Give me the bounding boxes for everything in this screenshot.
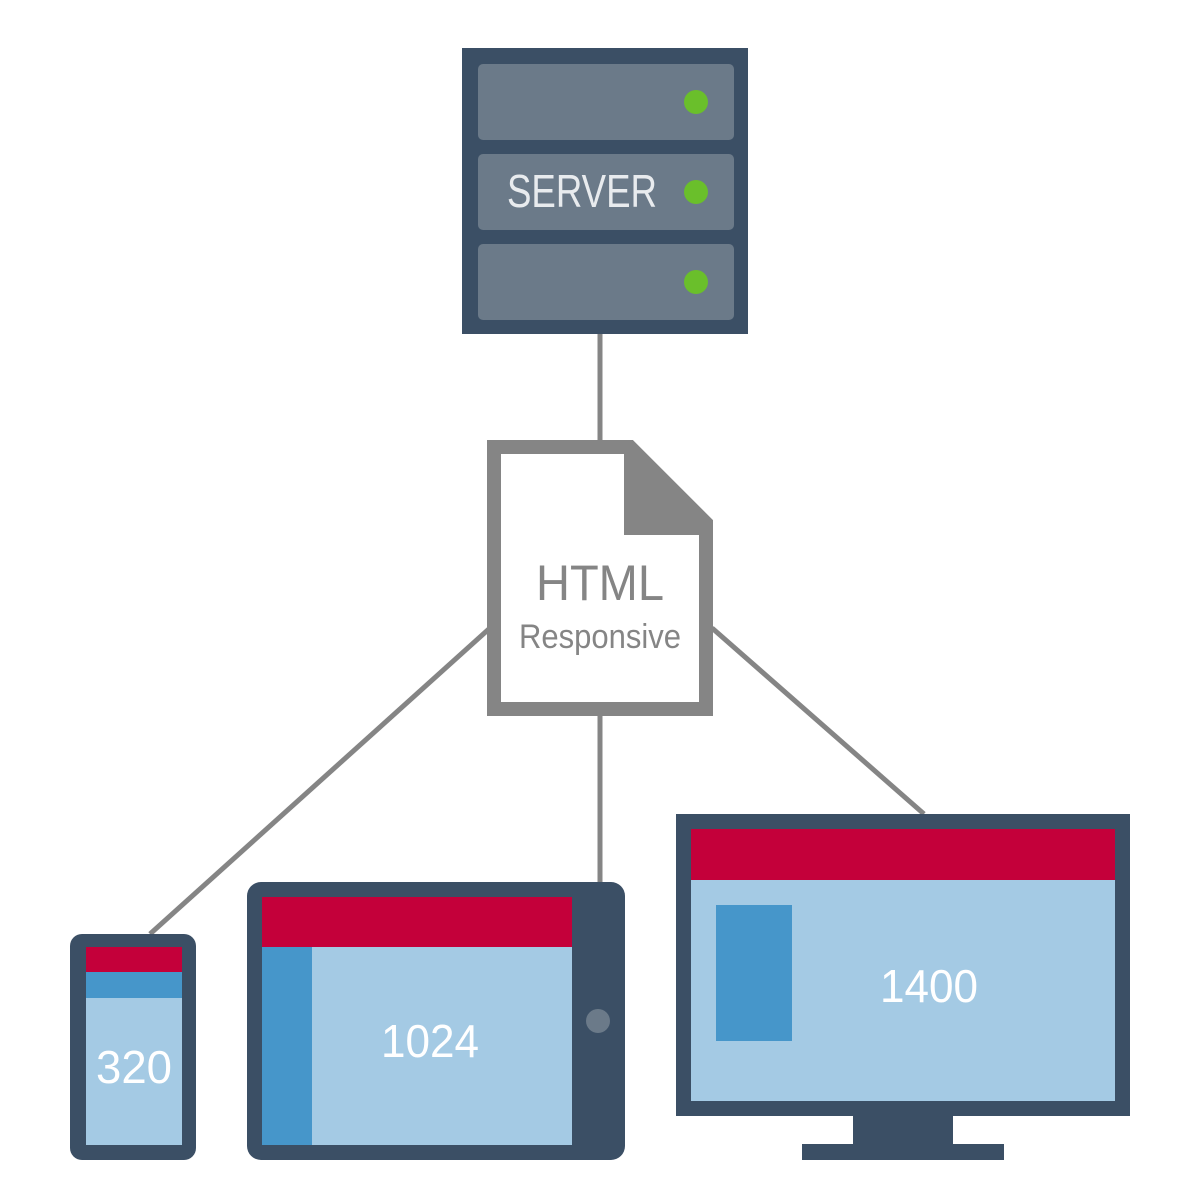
tablet-home-button <box>586 1009 610 1033</box>
connectors <box>148 334 926 936</box>
server-bay-2 <box>478 154 734 230</box>
server-bay-3 <box>478 244 734 320</box>
tablet-sidebar <box>262 947 312 1145</box>
server-led-2 <box>684 180 708 204</box>
monitor-header <box>691 829 1115 880</box>
html-document: HTML Responsive <box>487 440 713 716</box>
monitor-width-label: 1400 <box>880 960 978 1012</box>
monitor-sidebar <box>716 905 792 1041</box>
connector-doc-monitor <box>710 626 926 816</box>
server-led-3 <box>684 270 708 294</box>
tablet: 1024 <box>247 882 625 1160</box>
connector-doc-phone <box>148 626 492 936</box>
monitor-base <box>802 1144 1004 1160</box>
server: SERVER <box>462 48 748 334</box>
phone: 320 <box>70 934 196 1160</box>
phone-header <box>86 947 182 972</box>
tablet-header <box>262 897 572 947</box>
monitor: 1400 <box>676 814 1130 1160</box>
document-fold <box>624 447 712 535</box>
server-bay-1 <box>478 64 734 140</box>
document-title: HTML <box>536 555 664 611</box>
phone-width-label: 320 <box>96 1041 172 1093</box>
server-led-1 <box>684 90 708 114</box>
tablet-width-label: 1024 <box>381 1015 479 1067</box>
server-label: SERVER <box>507 165 657 217</box>
document-subtitle: Responsive <box>519 618 681 656</box>
phone-nav <box>86 972 182 998</box>
monitor-neck <box>853 1116 953 1146</box>
